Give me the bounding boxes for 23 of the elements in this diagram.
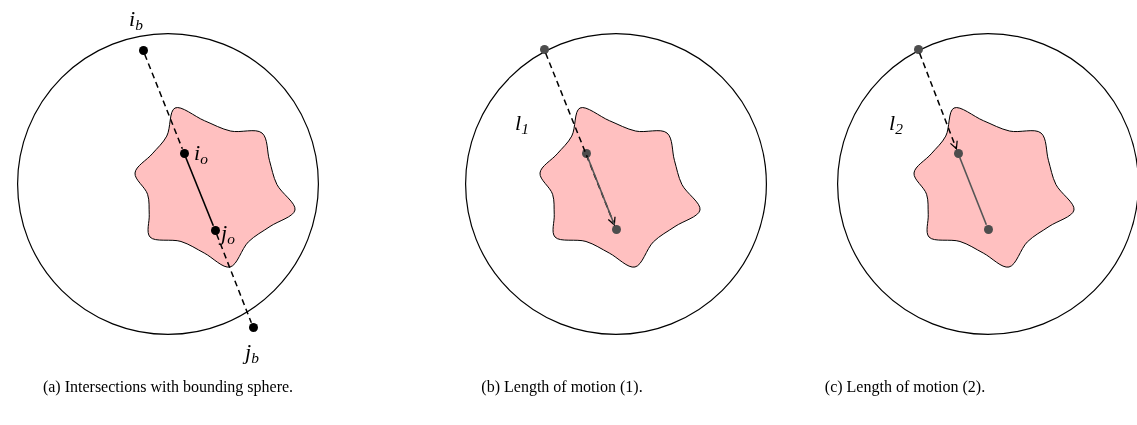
- point-dot: [179, 148, 189, 158]
- point-dot: [983, 224, 993, 234]
- point-dot: [913, 44, 923, 54]
- point-dot: [210, 225, 220, 235]
- subfigure-caption: (c) Length of motion (2).: [824, 378, 986, 396]
- bounding-circle: [465, 33, 767, 335]
- bounding-circle: [17, 33, 319, 335]
- connector-line: [958, 156, 988, 226]
- point-dot: [248, 322, 258, 332]
- point-dot: [953, 148, 963, 158]
- point-dot: [611, 224, 621, 234]
- connector-line: [184, 156, 215, 227]
- connector-line: [215, 233, 253, 324]
- point-label: i$_{b}$: [129, 8, 143, 33]
- connector-line: [544, 52, 616, 226]
- connector-line: [586, 156, 616, 226]
- subfigure-caption: (a) Intersections with bounding sphere.: [42, 378, 294, 396]
- point-dot: [539, 44, 549, 54]
- connector-line: [143, 53, 184, 150]
- point-label: i$_{o}$: [194, 142, 208, 167]
- connector-line: [918, 52, 958, 150]
- point-dot: [581, 148, 591, 158]
- subfigure-caption: (b) Length of motion (1).: [481, 378, 643, 396]
